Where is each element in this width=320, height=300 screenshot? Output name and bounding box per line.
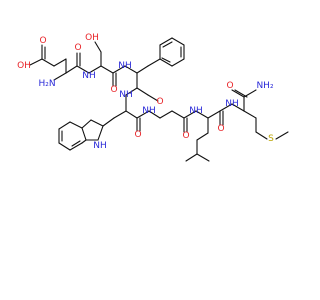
molecule-structure: OH O H₂N O NH OH O NH O NH O NH NH O NH … [0, 0, 300, 300]
amide-nh2-label: NH₂ [256, 81, 274, 91]
bala-amide-o-label: O [182, 131, 189, 141]
ser-amide-o-label: O [110, 85, 117, 95]
nh-5-label: NH [189, 106, 203, 116]
met-amide-o-label: O [226, 81, 233, 91]
trp-amide-o-label: O [134, 130, 141, 140]
met-sulfur-label: S [268, 134, 274, 144]
ser-oh-label: OH [85, 33, 99, 43]
nh-2-label: NH [118, 61, 132, 71]
nh-3-label: NH [119, 90, 133, 100]
nh-6-label: NH [225, 99, 239, 109]
nh-4-label: NH [142, 106, 156, 116]
atom-labels: OH O H₂N O NH OH O NH O NH O NH NH O NH … [17, 33, 274, 151]
nh-1-label: NH [82, 71, 96, 81]
asp-amide-o-label: O [74, 43, 81, 53]
leu-amide-o-label: O [217, 124, 224, 134]
asp-amine-label: H₂N [38, 79, 55, 89]
acid-oh-label: OH [17, 61, 31, 71]
phe-amide-o-label: O [156, 97, 163, 107]
bonds [29, 37, 289, 162]
acid-o-label: O [39, 36, 46, 46]
background [0, 0, 300, 300]
indole-nh-label: NH [93, 141, 107, 151]
